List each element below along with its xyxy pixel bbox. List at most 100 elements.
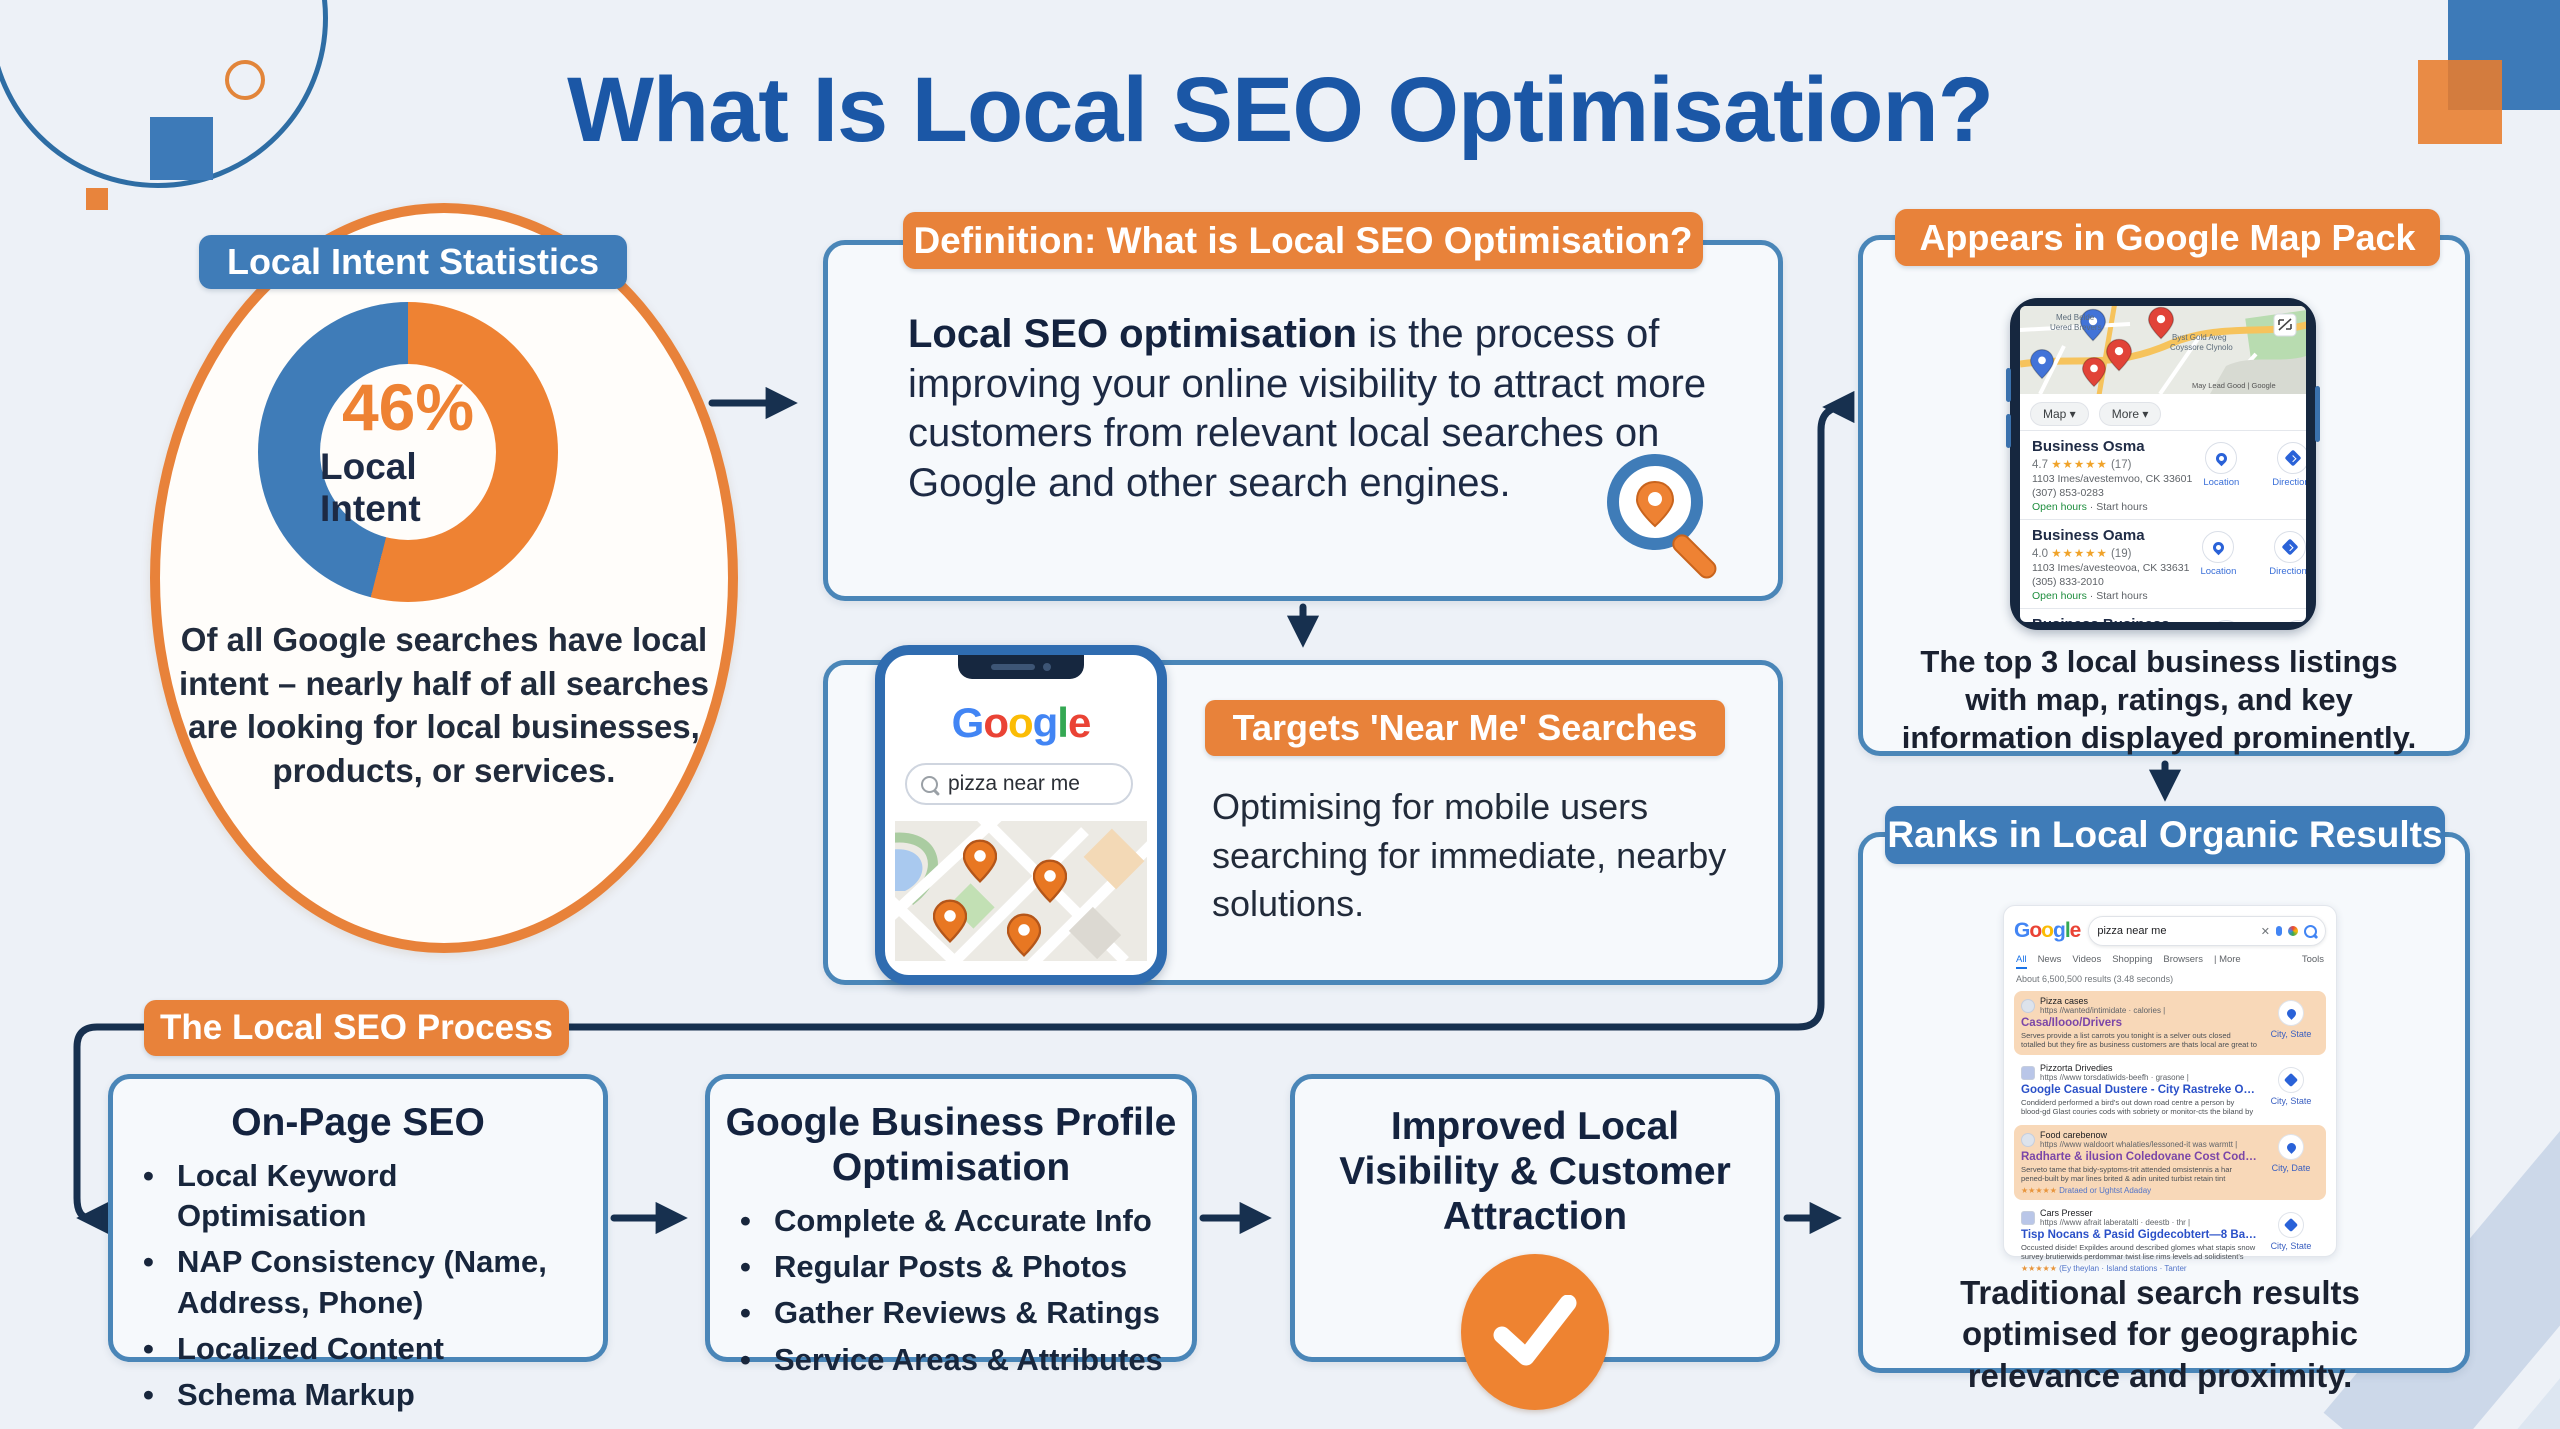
directions-button[interactable]: Directions (2269, 620, 2306, 622)
directions-icon (2281, 538, 2299, 556)
bullet-item: Gather Reviews & Ratings (740, 1293, 1172, 1334)
result-title[interactable]: Casa/Ilooo/Drivers (2021, 1017, 2122, 1029)
tab-more[interactable]: | More (2213, 954, 2241, 965)
map-pack-phone: Med Belde Uered Brevers Byst Gold Aveg C… (2006, 298, 2320, 630)
gbp-bullet-list: Complete & Accurate Info Regular Posts &… (710, 1201, 1192, 1380)
location-pin-icon (2213, 450, 2230, 466)
serp-search-input[interactable]: pizza near me ✕ (2088, 916, 2326, 946)
stars-icon: ★★★★★ (2021, 1186, 2057, 1195)
serp-tabs: All News Videos Shopping Browsers | More… (2016, 954, 2324, 969)
process-box-title: Improved Local Visibility & Customer Att… (1339, 1105, 1731, 1238)
directions-button[interactable] (2278, 1212, 2304, 1238)
result-title[interactable]: Tisp Nocans & Pasid Gigdecobtert—8 Banci… (2021, 1229, 2257, 1241)
organic-header-label: Ranks in Local Organic Results (1887, 814, 2443, 855)
bullet-item: NAP Consistency (Name, Address, Phone) (143, 1242, 583, 1323)
tab-browsers[interactable]: Browsers (2163, 954, 2203, 965)
directions-icon (2283, 1217, 2299, 1233)
stars-icon: ★★★★★ (2021, 1264, 2057, 1273)
process-header-label: The Local SEO Process (160, 1008, 553, 1047)
location-button[interactable]: Location (2192, 442, 2250, 488)
serp-query: pizza near me (2097, 925, 2167, 937)
map-pack-caption: The top 3 local business listings with m… (1901, 644, 2417, 755)
process-box-title: On-Page SEO (231, 1101, 485, 1144)
tab-all[interactable]: All (2016, 954, 2027, 969)
definition-header-label: Definition: What is Local SEO Optimisati… (913, 219, 1693, 261)
map-pack-header: Appears in Google Map Pack (1895, 209, 2440, 266)
bullet-item: Localized Content (143, 1329, 583, 1370)
map-pack-map: Med Belde Uered Brevers Byst Gold Aveg C… (2020, 306, 2306, 394)
checkmark-icon (1493, 1294, 1577, 1366)
decor-square-orange-small (86, 188, 108, 210)
stars-icon: ★★★★★ (2051, 459, 2108, 471)
intent-percent: 46% (341, 370, 475, 444)
map-pack-listing[interactable]: Business Oama 4.0 ★★★★★ (19) 1103 Imes/a… (2020, 519, 2306, 608)
location-pin-icon (2284, 1140, 2298, 1154)
bullet-item: Complete & Accurate Info (740, 1201, 1172, 1242)
directions-button[interactable]: Directions (2264, 442, 2306, 488)
intent-donut-hole: 46% Local Intent (320, 364, 496, 540)
targets-header: Targets 'Near Me' Searches (1205, 700, 1725, 756)
phone-map (895, 821, 1147, 961)
svg-text:Byst Gold Aveg: Byst Gold Aveg (2172, 333, 2227, 342)
serp-card: Google pizza near me ✕ All News Videos S… (2003, 905, 2337, 1273)
location-button[interactable]: Location (2189, 531, 2247, 577)
svg-text:May Lead Good | Google: May Lead Good | Google (2192, 381, 2276, 390)
svg-text:Uered Brevers: Uered Brevers (2050, 323, 2102, 332)
decor-square-blue (150, 117, 213, 180)
intent-donut: 46% Local Intent (258, 302, 558, 602)
stats-header-label: Local Intent Statistics (226, 241, 600, 282)
definition-lead: Local SEO optimisation (908, 312, 1357, 356)
favicon (2021, 1065, 2035, 1080)
result-title[interactable]: Google Casual Dustere - City Rastreke Ou… (2021, 1084, 2257, 1096)
directions-button[interactable]: Directions (2261, 531, 2306, 577)
tab-videos[interactable]: Videos (2072, 954, 2102, 965)
organic-caption: Traditional search results optimised for… (1960, 1274, 2360, 1394)
clear-icon[interactable]: ✕ (2260, 925, 2270, 938)
svg-text:Med Belde: Med Belde (2056, 313, 2095, 322)
mic-icon[interactable] (2276, 926, 2282, 936)
tab-tools[interactable]: Tools (2301, 954, 2324, 965)
map-pack-listing[interactable]: Business Business 4.7 ★★★★★ (13) 3103 Im… (2020, 608, 2306, 622)
serp-result-stats: About 6,500,500 results (3.48 seconds) (2016, 974, 2174, 984)
location-button[interactable]: Location (2197, 620, 2255, 622)
phone-search-input[interactable]: pizza near me (905, 763, 1133, 805)
process-box-gbp: Google Business Profile Optimisation Com… (705, 1074, 1197, 1380)
directions-button[interactable] (2278, 1067, 2304, 1093)
targets-header-label: Targets 'Near Me' Searches (1232, 707, 1698, 748)
bullet-item: Regular Posts & Photos (740, 1247, 1172, 1288)
lens-icon[interactable] (2288, 926, 2298, 936)
search-icon[interactable] (2304, 924, 2317, 938)
phone-notch (958, 655, 1084, 679)
favicon (2021, 1132, 2035, 1147)
search-phone: Google pizza near me (875, 645, 1167, 985)
decor-square-orange-tr (2418, 60, 2502, 144)
map-pack-chips: Map ▾ More ▾ (2020, 394, 2306, 430)
map-pin-button[interactable] (2278, 1134, 2304, 1160)
tab-shopping[interactable]: Shopping (2112, 954, 2153, 965)
map-pin-button[interactable] (2278, 1000, 2304, 1026)
location-pin-icon (2284, 1006, 2298, 1020)
process-header: The Local SEO Process (144, 1000, 569, 1056)
stars-icon: ★★★★★ (2051, 548, 2108, 560)
process-box-onpage: On-Page SEO Local Keyword Optimisation N… (108, 1074, 608, 1416)
organic-header: Ranks in Local Organic Results (1885, 806, 2445, 864)
more-chip[interactable]: More ▾ (2098, 402, 2162, 426)
bullet-item: Schema Markup (143, 1375, 583, 1416)
map-pack-screen: Med Belde Uered Brevers Byst Gold Aveg C… (2020, 306, 2306, 622)
intent-percent-label: Local Intent (320, 446, 421, 529)
definition-box (823, 240, 1783, 601)
favicon (2021, 1210, 2035, 1225)
map-chip[interactable]: Map ▾ (2030, 402, 2089, 426)
tab-news[interactable]: News (2037, 954, 2062, 965)
map-pack-header-label: Appears in Google Map Pack (1919, 216, 2416, 258)
search-icon (921, 775, 938, 793)
stats-description: Of all Google searches have local intent… (178, 621, 710, 789)
result-title[interactable]: Radharte & ilusion Coledovane Cost Codst… (2021, 1151, 2257, 1163)
definition-body: Local SEO optimisation is the process of… (908, 310, 1708, 508)
definition-rest: is the process of improving your online … (908, 312, 1707, 505)
map-pack-listing[interactable]: Business Osma 4.7 ★★★★★ (17) 1103 Imes/a… (2020, 430, 2306, 519)
